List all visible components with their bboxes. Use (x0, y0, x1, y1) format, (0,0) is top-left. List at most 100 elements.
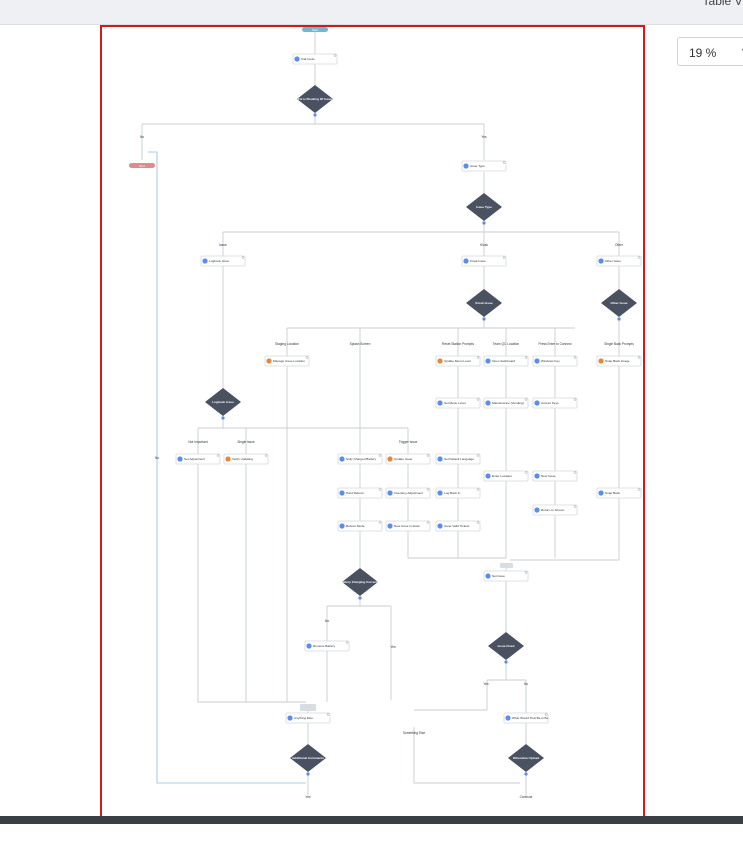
task-node-hard-reboot[interactable]: Hard Reboot (337, 487, 383, 499)
task-type-icon (485, 473, 491, 479)
task-node-inventory-adj[interactable]: Inventory Adjustment (385, 487, 431, 499)
task-node-update-issue[interactable]: Update Issue (385, 453, 431, 465)
settings-icon (326, 713, 330, 716)
task-label: Remove Battery (313, 644, 336, 648)
task-node-set-default-lang[interactable]: Set Default Language (435, 453, 481, 465)
zoom-select[interactable]: 19 % ▼ (677, 37, 743, 66)
settings-icon (637, 356, 641, 359)
decision-node-otherwise[interactable]: Otherwise Upload (508, 744, 544, 776)
settings-icon (573, 398, 577, 401)
task-node-sully-charged[interactable]: Sully Charged Battery (337, 453, 383, 465)
task-node-set-adjustment[interactable]: Set Adjustment (175, 453, 221, 465)
start-label: Start (312, 28, 319, 32)
task-node-access-keys[interactable]: Access Keys (532, 397, 578, 409)
task-label: Inventory Adjustment (394, 491, 423, 495)
task-node-anything-else[interactable]: Anything Else (285, 712, 331, 724)
task-node-maintenance[interactable]: Maintenance (Vending) (483, 397, 529, 409)
task-type-icon (437, 358, 443, 364)
task-type-icon (306, 643, 312, 649)
connector-dot (504, 660, 508, 664)
zoom-value: 19 % (689, 46, 717, 60)
task-type-icon (294, 56, 300, 62)
task-node-kiosk-issue[interactable]: Kiosk Issue (461, 255, 507, 267)
settings-icon (426, 488, 430, 491)
decision-node-logbook-issue[interactable]: Logbook Issue (205, 388, 241, 420)
task-node-set-issue[interactable]: Set Issue (483, 570, 529, 582)
decision-node-other-issue[interactable]: Other Issue (601, 289, 637, 321)
task-node-log-back-in[interactable]: Log Back In (435, 487, 481, 499)
branch-label: Yes (481, 135, 487, 139)
decision-node-kiosk-issue[interactable]: Kiosk Issue (466, 289, 502, 321)
task-node-issue-type[interactable]: Issue Type (461, 160, 507, 172)
task-type-icon (339, 490, 345, 496)
task-type-icon (598, 258, 604, 264)
branch-label: Single Back Prompts (604, 342, 634, 346)
task-type-icon (437, 456, 443, 462)
task-node-snap-back-image[interactable]: Snap Back Image (596, 355, 642, 367)
task-label: New Issue in kiosk (394, 524, 420, 528)
connector-dot (221, 416, 225, 420)
settings-icon (502, 161, 506, 164)
branch-label: Single Issue (237, 440, 255, 444)
task-node-new-issue[interactable]: New Issue (532, 470, 578, 482)
start-node (302, 27, 328, 32)
settings-icon (573, 356, 577, 359)
settings-icon (476, 521, 480, 524)
task-label: Snap Back (605, 491, 620, 495)
settings-icon (378, 488, 382, 491)
task-node-manage-issue[interactable]: Manage Issue Location (264, 355, 310, 367)
task-node-return-screen[interactable]: Return to Screen (532, 504, 578, 516)
task-label: Logbook Issue (209, 259, 229, 263)
task-type-icon (387, 523, 393, 529)
decision-label: Other Issue (610, 301, 627, 305)
task-node-call-code[interactable]: Call Code (292, 53, 338, 65)
task-label: Log Back In (444, 491, 461, 495)
branch-label: Yes (305, 795, 311, 799)
task-node-update-menu[interactable]: Update Menu Level (435, 355, 481, 367)
task-label: Verify Updating (232, 457, 253, 461)
task-label: Sully Charged Battery (346, 457, 377, 461)
settings-icon (524, 571, 528, 574)
decision-node-issue-fixed[interactable]: Issue Fixed (488, 632, 524, 664)
task-type-icon (287, 715, 293, 721)
settings-icon (476, 488, 480, 491)
task-node-enter-location[interactable]: Enter Location (483, 470, 529, 482)
task-node-reboot-mode[interactable]: Reboot Mode (337, 520, 383, 532)
task-type-icon (485, 573, 491, 579)
branch-label: Staging Location (275, 342, 299, 346)
task-label: New Issue (541, 474, 556, 478)
task-label: Update Menu Level (444, 359, 471, 363)
branch-label: Reset Station Prompts (442, 342, 474, 346)
task-node-issue-valid[interactable]: Issue Valid Tickets (435, 520, 481, 532)
task-type-icon (598, 358, 604, 364)
decision-node-fix-in-box[interactable]: Fix is Booking Of Issue (297, 85, 333, 117)
task-node-snap-back[interactable]: Snap Back (596, 487, 642, 499)
task-type-icon (534, 473, 540, 479)
decision-node-additional[interactable]: Additional Comments (290, 744, 326, 776)
task-node-what-would[interactable]: What Would That Be in Be (503, 712, 549, 724)
task-node-other-issue[interactable]: Other Issue (596, 255, 642, 267)
task-label: Windows Key (541, 359, 560, 363)
settings-icon (573, 471, 577, 474)
task-node-new-issue-kiosk[interactable]: New Issue in kiosk (385, 520, 431, 532)
settings-icon (378, 521, 382, 524)
task-node-remove-battery[interactable]: Remove Battery (304, 640, 350, 652)
decision-node-battery[interactable]: Battery Charging Correctly (340, 568, 380, 600)
settings-icon (476, 398, 480, 401)
task-node-open-dashboard[interactable]: Open dashboard (483, 355, 529, 367)
task-node-windows-key[interactable]: Windows Key (532, 355, 578, 367)
task-node-logbook-issue[interactable]: Logbook Issue (200, 255, 246, 267)
task-node-set-menu-level[interactable]: Set Menu Level (435, 397, 481, 409)
task-label: Hard Reboot (346, 491, 364, 495)
settings-icon (345, 641, 349, 644)
task-node-verify-updating[interactable]: Verify Updating (223, 453, 269, 465)
decision-node-issue-type[interactable]: Issue Type (466, 193, 502, 225)
task-label: Reboot Mode (346, 524, 365, 528)
decision-label: Fix is Booking Of Issue (298, 97, 332, 101)
task-type-icon (387, 490, 393, 496)
settings-icon (426, 454, 430, 457)
connector-dot (617, 317, 621, 321)
settings-icon (476, 454, 480, 457)
table-view-tab[interactable]: Table Vi (702, 0, 743, 8)
